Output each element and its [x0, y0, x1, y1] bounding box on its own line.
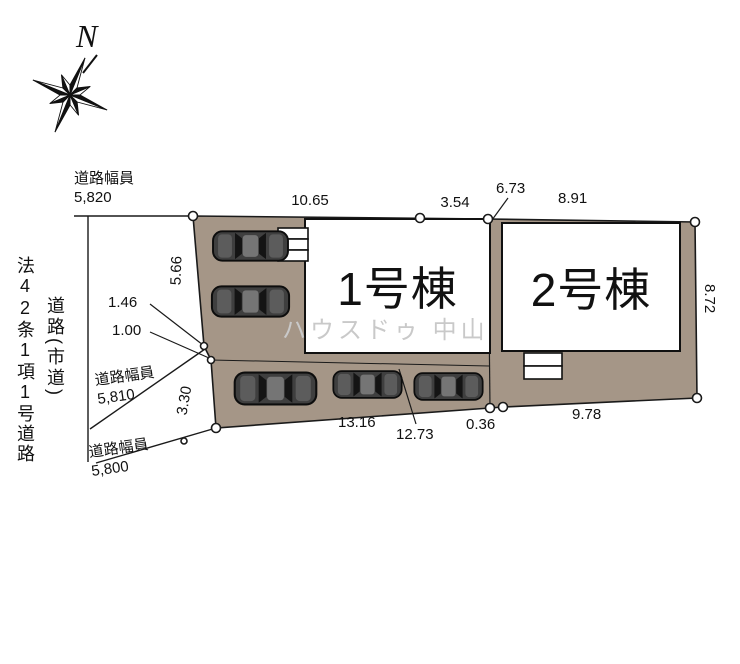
dim-top-segment-1: 10.65 [291, 192, 329, 209]
dim-offset-upper: 1.46 [108, 294, 138, 311]
car-icon [233, 371, 318, 406]
road-width-top-value: 5,820 [74, 188, 112, 206]
dim-top-segment-2: 3.54 [440, 194, 470, 211]
car-icon [332, 370, 403, 399]
leader-top-gap [491, 197, 509, 221]
dim-left-upper: 5.66 [167, 255, 186, 286]
dim-top-segment-3: 8.91 [558, 190, 588, 207]
road-width-top: 道路幅員 5,820 [74, 170, 134, 208]
dim-top-gap: 6.73 [496, 180, 526, 197]
dim-offset-lower: 1.00 [112, 322, 142, 339]
boundary-markers [180, 210, 703, 445]
building-1-outline [304, 218, 491, 354]
compass-dark-points [32, 57, 108, 133]
dim-bottom-lot1: 13.16 [338, 414, 376, 431]
watermark-text: ハウスドゥ 中山 [282, 317, 489, 344]
car-icon [413, 372, 484, 401]
leader-offset-upper [149, 303, 204, 346]
road-edge-diagonal-upper [89, 348, 206, 430]
parking-boundary-line [210, 359, 490, 367]
entrance-steps-building2 [523, 352, 563, 380]
road-law-label: 法42条1項1号道路 [15, 256, 35, 464]
north-arrow-line [82, 54, 98, 74]
building-2-outline [501, 222, 681, 352]
dim-bottom-inner: 12.73 [396, 426, 434, 443]
dim-right-side: 8.72 [701, 284, 718, 314]
north-label: N [76, 18, 98, 54]
road-width-top-label: 道路幅員 [74, 170, 135, 187]
building-1-label: 1号棟 [337, 263, 458, 315]
road-edge-diagonal-lower [95, 427, 217, 464]
road-type-label: 道路(市道) [45, 296, 65, 398]
car-icon [211, 230, 290, 262]
building-2-label: 2号棟 [530, 264, 652, 316]
compass-light-points [32, 57, 108, 133]
car-icon [210, 285, 291, 318]
dim-bottom-lot2: 9.78 [572, 406, 602, 423]
leader-offset-lower [149, 331, 210, 359]
compass-rose [32, 57, 108, 133]
dim-bottom-jog: 0.36 [466, 416, 496, 433]
